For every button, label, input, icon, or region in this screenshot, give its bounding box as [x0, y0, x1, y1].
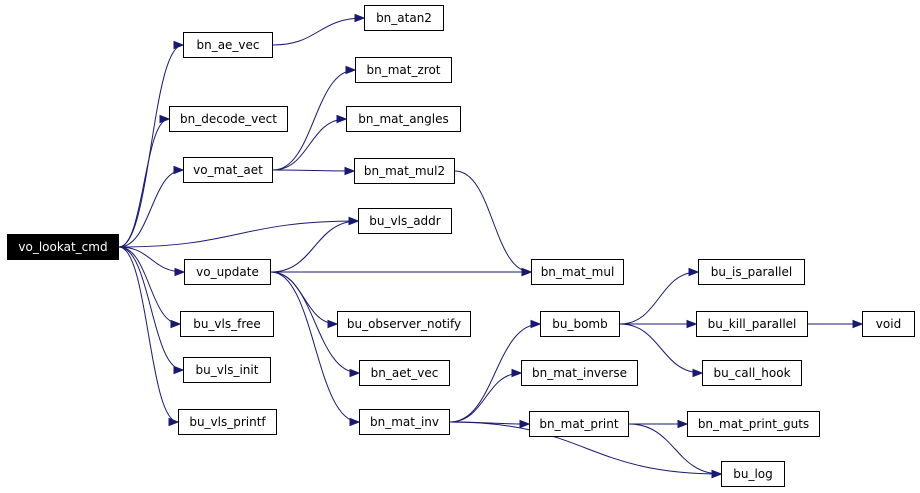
node-bn-decode-vect[interactable]: bn_decode_vect	[169, 106, 288, 132]
node-bn-aet-vec[interactable]: bn_aet_vec	[359, 360, 450, 386]
arrowhead-bu-bomb-to-bu-kill-parallel	[686, 319, 698, 329]
edge-vo-lookat-cmd-to-bu-vls-init	[118, 246, 184, 371]
node-bn-mat-mul2[interactable]: bn_mat_mul2	[354, 158, 455, 184]
node-bu-vls-printf[interactable]: bu_vls_printf	[178, 409, 277, 435]
arrowhead-bn-mat-inv-to-bu-bomb	[530, 319, 542, 329]
edge-vo-mat-aet-to-bn-mat-mul2	[272, 169, 355, 172]
arrowhead-vo-mat-aet-to-bn-mat-zrot	[345, 65, 357, 75]
node-void[interactable]: void	[862, 311, 915, 337]
arrowhead-vo-mat-aet-to-bn-mat-mul2	[344, 166, 356, 176]
arrowhead-bn-mat-inv-to-bn-mat-inverse	[511, 368, 523, 378]
edge-vo-lookat-cmd-to-vo-mat-aet	[118, 169, 184, 248]
arrowhead-bn-ae-vec-to-bn-atan2	[354, 13, 366, 23]
node-bn-mat-print[interactable]: bn_mat_print	[529, 411, 629, 437]
arrowhead-vo-lookat-cmd-to-bn-decode-vect	[159, 114, 171, 124]
node-bn-mat-inverse[interactable]: bn_mat_inverse	[521, 360, 638, 386]
edge-vo-lookat-cmd-to-bn-decode-vect	[118, 118, 170, 248]
node-bu-vls-init[interactable]: bu_vls_init	[183, 357, 271, 383]
node-bu-vls-free[interactable]: bu_vls_free	[180, 311, 274, 337]
arrowhead-vo-update-to-bn-mat-inv	[349, 417, 361, 427]
node-vo-update[interactable]: vo_update	[184, 259, 271, 285]
node-bn-mat-zrot[interactable]: bn_mat_zrot	[355, 57, 452, 83]
arrowhead-vo-lookat-cmd-to-vo-mat-aet	[173, 165, 185, 175]
edge-vo-lookat-cmd-to-bn-ae-vec	[118, 44, 184, 248]
arrowhead-vo-mat-aet-to-bn-mat-angles	[336, 114, 348, 124]
arrowhead-vo-update-to-bu-observer-notify	[327, 319, 339, 329]
node-bn-mat-inv[interactable]: bn_mat_inv	[359, 409, 450, 435]
edge-vo-lookat-cmd-to-bu-vls-printf	[118, 246, 179, 423]
arrowhead-vo-lookat-cmd-to-vo-update	[174, 267, 186, 277]
node-bu-call-hook[interactable]: bu_call_hook	[702, 360, 802, 386]
node-bu-vls-addr[interactable]: bu_vls_addr	[358, 208, 452, 234]
node-bn-ae-vec[interactable]: bn_ae_vec	[183, 32, 273, 58]
node-bu-kill-parallel[interactable]: bu_kill_parallel	[696, 311, 808, 337]
edge-vo-update-to-bu-vls-addr	[270, 220, 359, 273]
arrowhead-vo-lookat-cmd-to-bu-vls-free	[170, 319, 182, 329]
edge-bu-bomb-to-bu-is-parallel	[619, 271, 699, 325]
node-bn-atan2[interactable]: bn_atan2	[364, 5, 444, 31]
arrowhead-vo-lookat-cmd-to-bn-ae-vec	[173, 40, 185, 50]
node-bn-mat-mul[interactable]: bn_mat_mul	[531, 259, 624, 285]
arrowhead-bn-mat-print-to-bn-mat-print-guts	[677, 419, 689, 429]
arrowhead-vo-update-to-bu-vls-addr	[348, 216, 360, 226]
node-vo-lookat-cmd[interactable]: vo_lookat_cmd	[7, 234, 119, 260]
edge-vo-lookat-cmd-to-bu-vls-addr	[118, 220, 359, 248]
arrowhead-bn-mat-print-to-bu-log	[711, 469, 723, 479]
edge-bn-mat-inv-to-bu-log	[449, 421, 722, 475]
arrowhead-bu-bomb-to-bu-is-parallel	[688, 267, 700, 277]
edge-bu-bomb-to-bu-call-hook	[619, 323, 703, 374]
node-bu-is-parallel[interactable]: bu_is_parallel	[698, 259, 805, 285]
edge-vo-update-to-bn-aet-vec	[270, 271, 360, 374]
edge-bn-mat-inv-to-bn-mat-inverse	[449, 372, 522, 423]
edge-vo-update-to-bu-observer-notify	[270, 271, 338, 325]
edge-vo-lookat-cmd-to-vo-update	[118, 246, 185, 273]
edge-bn-mat-inv-to-bu-bomb	[449, 323, 541, 423]
node-bu-log[interactable]: bu_log	[721, 461, 785, 487]
node-vo-mat-aet[interactable]: vo_mat_aet	[183, 157, 273, 183]
edge-bn-ae-vec-to-bn-atan2	[272, 17, 365, 46]
edge-vo-mat-aet-to-bn-mat-zrot	[272, 69, 356, 171]
node-bu-bomb[interactable]: bu_bomb	[540, 311, 620, 337]
node-bn-mat-print-guts[interactable]: bn_mat_print_guts	[687, 411, 820, 437]
arrowhead-vo-update-to-bn-aet-vec	[349, 368, 361, 378]
edge-bn-mat-print-to-bu-log	[628, 423, 722, 475]
node-bn-mat-angles[interactable]: bn_mat_angles	[346, 106, 461, 132]
arrowhead-bn-mat-inv-to-bn-mat-print	[519, 419, 531, 429]
arrowhead-bu-bomb-to-bu-call-hook	[692, 368, 704, 378]
arrowhead-vo-update-to-bn-mat-mul	[521, 267, 533, 277]
edge-bn-mat-mul2-to-bn-mat-mul	[454, 170, 532, 273]
node-bu-observer-notify[interactable]: bu_observer_notify	[337, 311, 471, 337]
edge-vo-mat-aet-to-bn-mat-angles	[272, 118, 347, 171]
arrowhead-bu-kill-parallel-to-void	[852, 319, 864, 329]
arrowhead-vo-lookat-cmd-to-bu-vls-printf	[168, 417, 180, 427]
edge-vo-update-to-bn-mat-inv	[270, 271, 360, 423]
arrowhead-vo-lookat-cmd-to-bu-vls-init	[173, 365, 185, 375]
